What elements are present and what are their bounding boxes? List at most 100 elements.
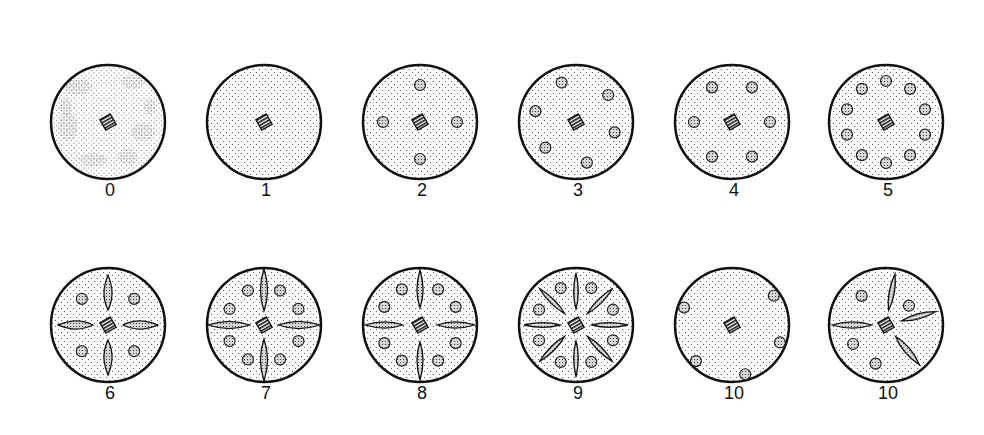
spindle-lesion	[417, 342, 423, 380]
plate-circle	[519, 268, 633, 382]
stipple-patch	[64, 79, 92, 95]
spindle-lesion	[886, 273, 898, 310]
spot-lesion	[275, 354, 286, 365]
spot-lesion	[740, 369, 751, 380]
center-square	[100, 317, 116, 333]
scale-number: 9	[573, 384, 583, 402]
spot-lesion	[603, 90, 614, 101]
spot-lesion	[690, 356, 701, 367]
spot-lesion	[378, 117, 389, 128]
scale-number: 4	[729, 181, 739, 199]
scale-number: 3	[573, 181, 583, 199]
center-square	[412, 317, 428, 333]
spot-lesion	[379, 301, 390, 312]
scale-number: 1	[261, 181, 271, 199]
spot-lesion	[905, 150, 916, 161]
plate-circle	[829, 65, 943, 179]
spindle-lesion	[261, 269, 268, 311]
plate-circle	[51, 65, 165, 179]
plate-circle	[207, 268, 321, 382]
spot-lesion	[379, 338, 390, 349]
plate-circle	[675, 65, 789, 179]
spot-lesion	[747, 82, 758, 93]
center-square	[724, 317, 740, 333]
spot-lesion	[881, 158, 892, 169]
spot-lesion	[856, 290, 867, 301]
spot-lesion	[129, 293, 140, 304]
spindle-lesion	[365, 322, 403, 328]
stipple-patch	[58, 113, 78, 141]
spot-lesion	[765, 117, 776, 128]
stipple-patch	[118, 149, 138, 165]
scale-number: 10	[878, 384, 898, 402]
plate-figure	[363, 268, 477, 382]
stipple-patch	[60, 98, 72, 116]
spindle-lesion	[208, 322, 250, 329]
spot-lesion	[905, 83, 916, 94]
center-square	[256, 317, 272, 333]
stipple-patch	[121, 75, 145, 89]
plate-circle	[363, 268, 477, 382]
plate-figure	[207, 268, 321, 382]
plate-figure	[51, 268, 165, 382]
plate-figure	[675, 268, 789, 382]
plate-figure	[829, 268, 943, 382]
spot-lesion	[856, 150, 867, 161]
spot-lesion	[452, 117, 463, 128]
center-square	[568, 114, 584, 130]
plate-circle	[51, 268, 165, 382]
scale-number: 0	[105, 181, 115, 199]
spot-lesion	[768, 290, 779, 301]
spot-lesion	[903, 300, 914, 311]
spot-lesion	[242, 354, 253, 365]
spot-lesion	[534, 335, 545, 346]
spot-lesion	[293, 336, 304, 347]
spot-lesion	[556, 77, 567, 88]
plate-circle	[675, 268, 789, 382]
spot-lesion	[540, 142, 551, 153]
spot-lesion	[747, 151, 758, 162]
scale-number: 8	[417, 384, 427, 402]
scale-number: 10	[724, 384, 744, 402]
plate-circle	[363, 65, 477, 179]
spindle-lesion	[261, 339, 268, 381]
spot-lesion	[609, 127, 620, 138]
spot-lesion	[581, 157, 592, 168]
spot-lesion	[842, 104, 853, 115]
spot-lesion	[919, 104, 930, 115]
spindle-lesion	[574, 341, 579, 377]
spot-lesion	[224, 303, 235, 314]
spot-lesion	[450, 301, 461, 312]
spot-lesion	[76, 293, 87, 304]
spindle-lesion	[104, 340, 112, 375]
plate-figure	[363, 65, 477, 179]
center-square	[256, 114, 272, 130]
center-square	[724, 114, 740, 130]
scale-number: 5	[883, 181, 893, 199]
spot-lesion	[586, 356, 597, 367]
spot-lesion	[689, 117, 700, 128]
center-square	[878, 317, 894, 333]
center-square	[878, 114, 894, 130]
plate-figure	[519, 65, 633, 179]
spot-lesion	[856, 83, 867, 94]
plate-figure	[675, 65, 789, 179]
spot-lesion	[842, 129, 853, 140]
spindle-lesion	[58, 321, 93, 329]
spindle-lesion	[592, 323, 628, 328]
spindle-lesion	[524, 323, 560, 328]
spindle-lesion	[417, 270, 423, 308]
spot-lesion	[707, 82, 718, 93]
spot-lesion	[530, 106, 541, 117]
spot-lesion	[396, 355, 407, 366]
spot-lesion	[848, 339, 859, 350]
plate-figure	[207, 65, 321, 179]
stipple-patch	[144, 99, 156, 115]
scale-number: 2	[417, 181, 427, 199]
spot-lesion	[129, 346, 140, 357]
spindle-lesion	[104, 275, 112, 310]
spot-lesion	[76, 346, 87, 357]
spindle-lesion	[437, 322, 475, 328]
spot-lesion	[293, 303, 304, 314]
spot-lesion	[555, 283, 566, 294]
